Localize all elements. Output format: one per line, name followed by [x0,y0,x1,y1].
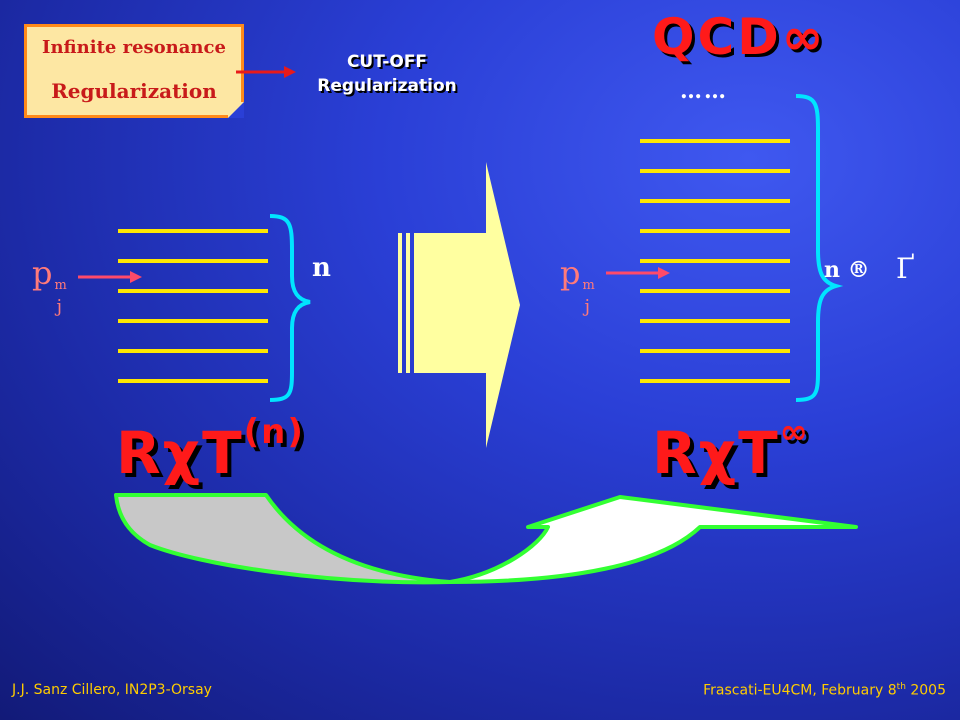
right-resonance-lines [640,139,790,383]
loop-arrow-tail [114,493,452,585]
qcd-infinity: ∞ [781,8,827,66]
footer-event-text: Frascati-EU4CM, February 8 [703,682,897,699]
footer-event: Frascati-EU4CM, February 8th 2005 [703,682,946,699]
callout-arrow [236,66,296,78]
cutoff-line-2: Regularization [317,76,457,96]
callout-line-2: Regularization [51,79,217,103]
left-resonance-lines [118,229,268,383]
right-n-symbol: Ґ [896,252,915,285]
cutoff-line-1: CUT-OFF [346,52,428,72]
left-model-label: RχT(n) [116,412,305,487]
left-injection-arrow [78,271,142,283]
left-brace [269,214,311,402]
transition-arrow [398,162,520,448]
left-momentum-label: p m j [32,254,67,317]
callout-line-1: Infinite resonance [42,37,226,58]
left-model-base: RχT [116,419,244,487]
callout-page-fold [228,102,244,118]
left-model-sup: (n) [243,412,305,452]
left-n-label: n [312,253,331,283]
right-brace [795,94,844,402]
right-model-label: RχT∞ [652,412,810,487]
qcd-text: QCD [652,8,782,66]
left-p-sup: m [54,278,67,293]
right-p-base: p [560,254,581,292]
right-p-sup: m [582,278,595,293]
right-n-label: n ® [824,257,870,283]
right-model-sup: ∞ [779,412,810,452]
right-injection-arrow [606,267,670,279]
footer-event-sup: th [896,682,906,692]
right-p-sub: j [584,296,591,317]
right-momentum-label: p m j [560,254,595,317]
left-p-base: p [32,254,53,292]
loop-arrow [114,493,858,585]
qcd-title: QCD∞ [652,8,826,66]
qcd-ellipsis: …… [680,78,728,104]
infinite-resonance-callout: Infinite resonance Regularization [24,24,244,118]
loop-arrow-head [448,495,858,584]
footer-author: J.J. Sanz Cillero, IN2P3-Orsay [12,682,212,698]
left-p-sub: j [56,296,63,317]
right-model-base: RχT [652,419,780,487]
footer-event-year: 2005 [905,682,946,699]
